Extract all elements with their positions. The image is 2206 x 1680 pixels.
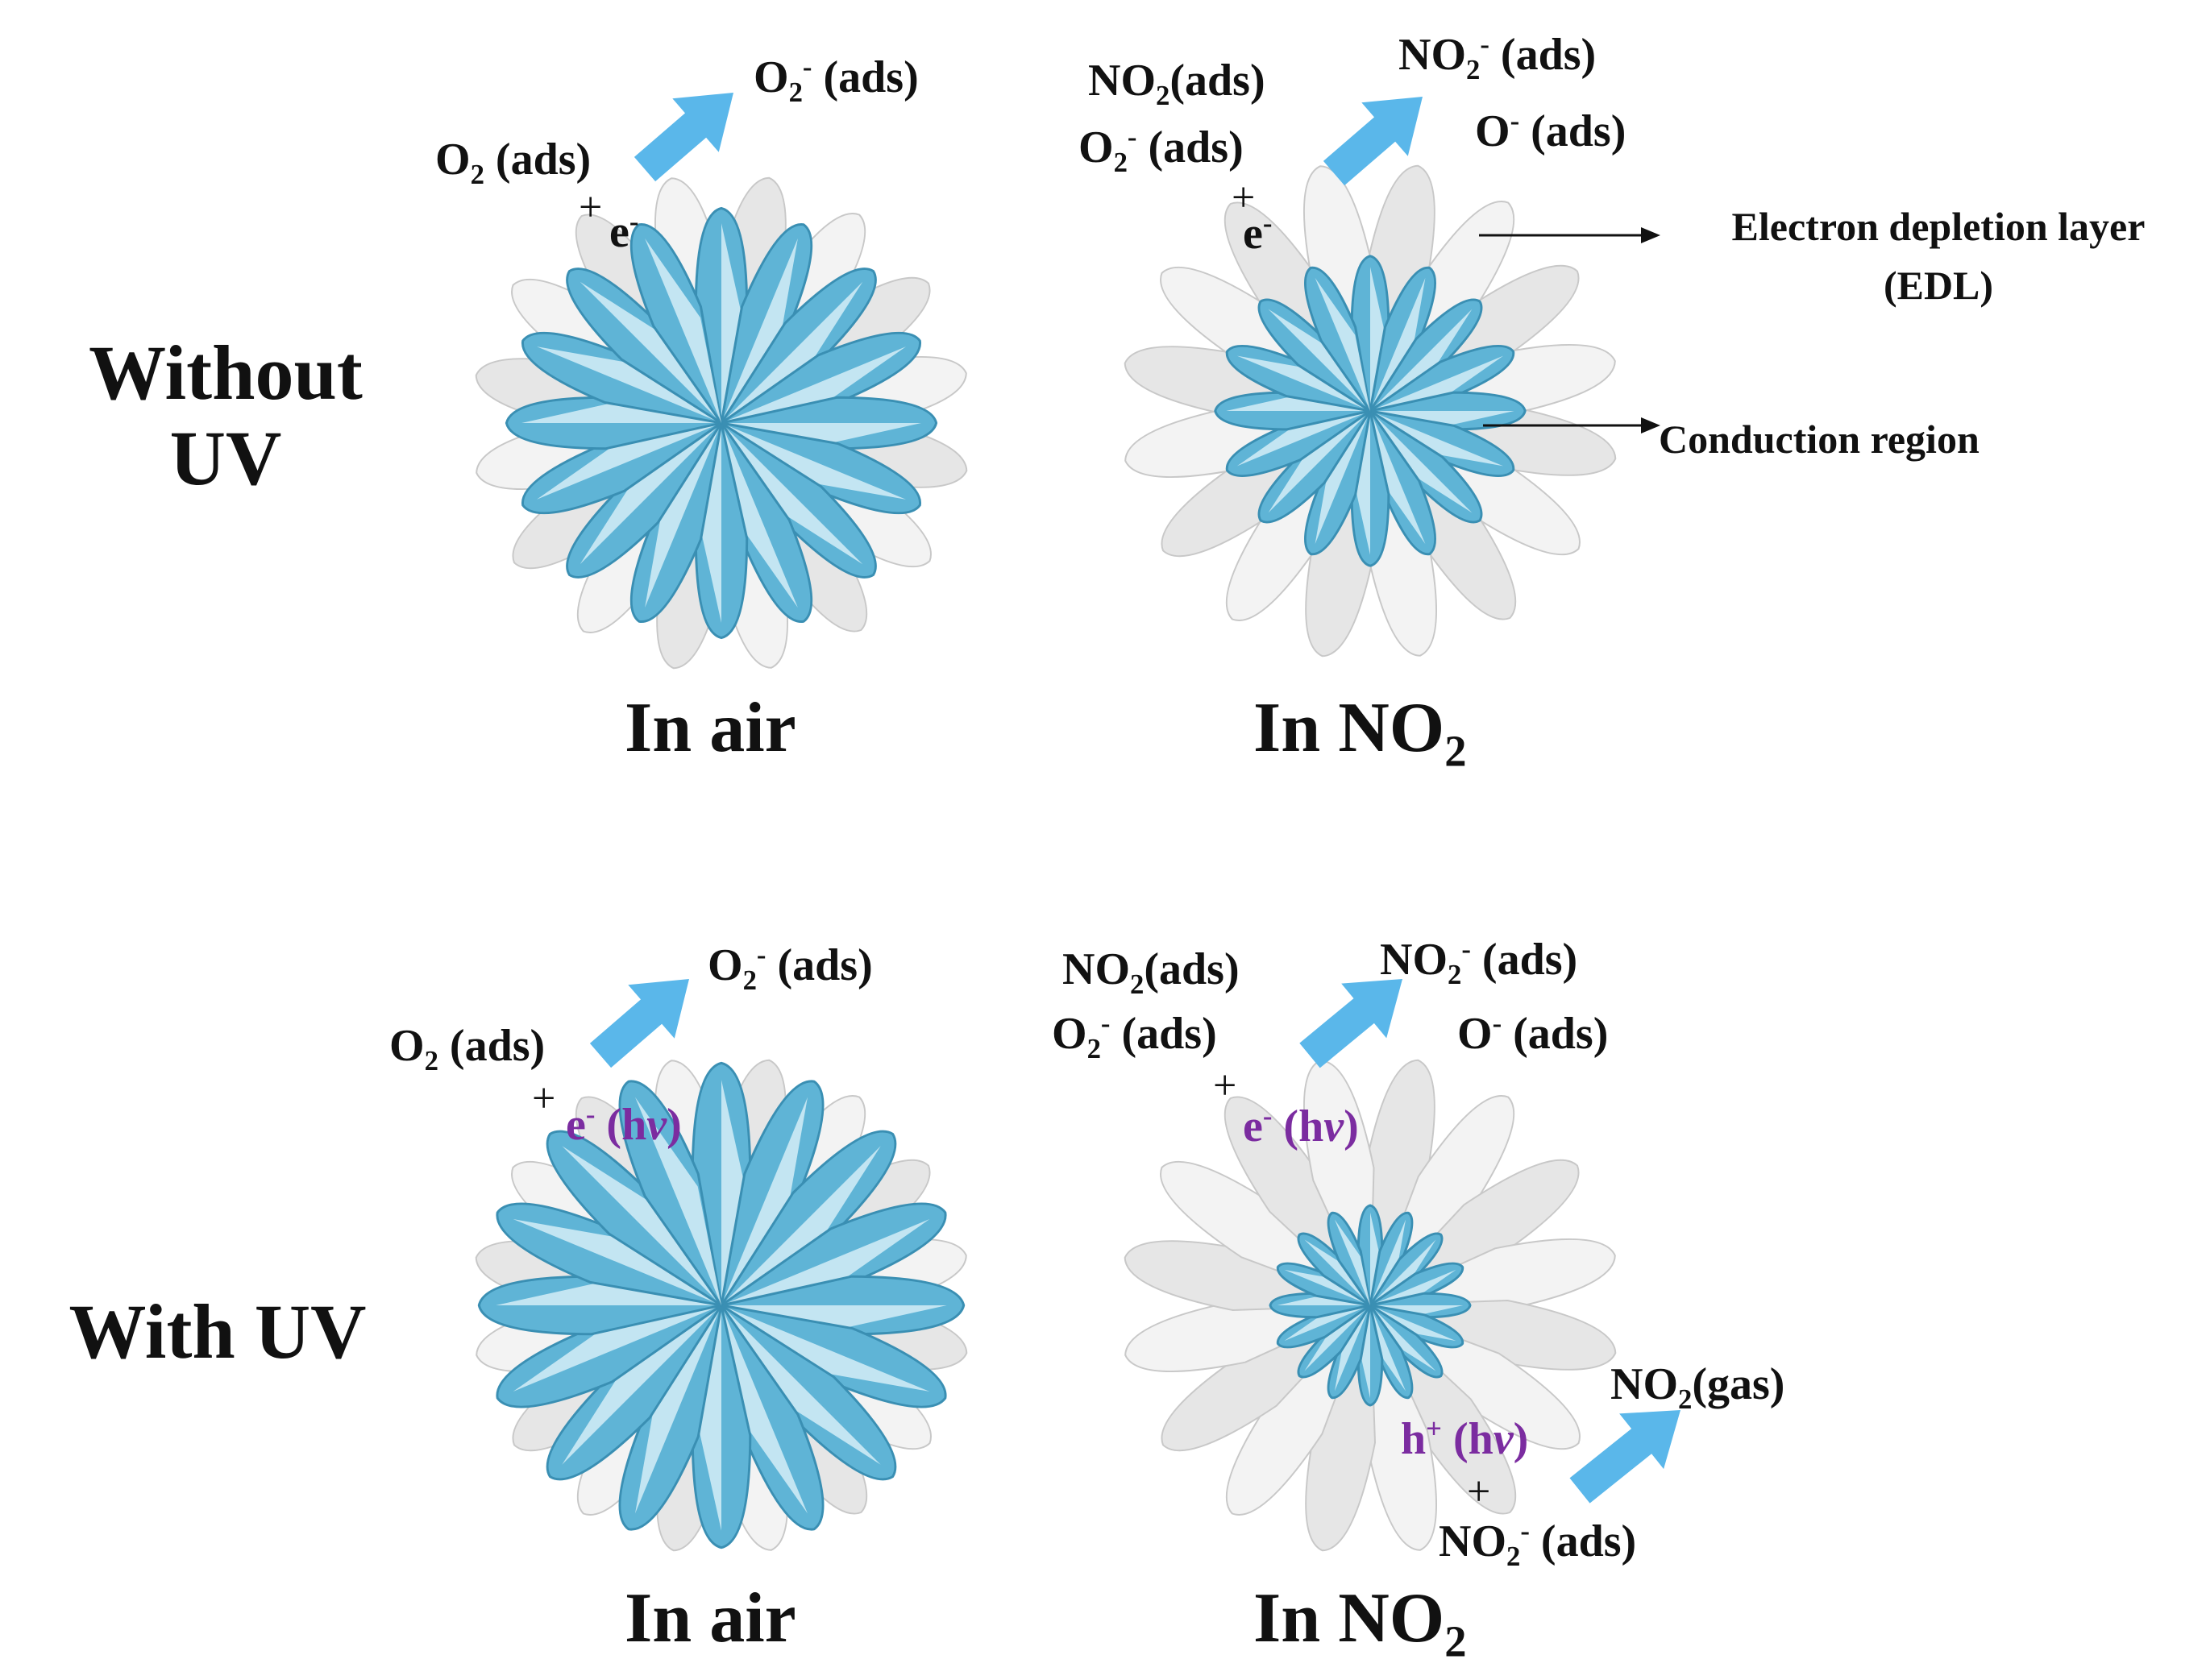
p3-product: O2- (ads) [708, 939, 873, 997]
core-petal [720, 1202, 947, 1307]
core-petal [1303, 266, 1372, 413]
core-petal-highlight [1304, 1305, 1370, 1371]
core-petal [521, 421, 723, 515]
p4-product-b: O- (ads) [1457, 1007, 1609, 1059]
reaction-arrow-p4-top [1299, 979, 1402, 1068]
core-petal-highlight [721, 1305, 947, 1329]
core-petal [618, 1080, 723, 1307]
p2-caption: In NO2 [1253, 689, 1467, 776]
p1-product: O2- (ads) [754, 51, 919, 109]
row-title-with-uv: With UV [48, 1289, 387, 1375]
blue-arrow-shape [634, 93, 733, 182]
p4-plus: + [1213, 1063, 1237, 1109]
p4-hole: h+ (hν) [1401, 1412, 1529, 1464]
pointer-conduction [1483, 417, 1660, 433]
p3-caption: In air [625, 1579, 796, 1657]
core-petal-highlight [1370, 411, 1473, 513]
core-petal-highlight [1304, 1239, 1370, 1305]
p1-plus: + [579, 185, 603, 230]
p1-caption: In air [625, 689, 796, 767]
p2-electron: e- [1243, 207, 1273, 259]
core-petal-highlight [721, 423, 921, 444]
core-petal [1369, 409, 1437, 556]
p4-reactant-a: NO2(ads) [1062, 944, 1240, 1001]
core-petal-highlight [1370, 1239, 1436, 1305]
row-title-without-uv-line1: Without [89, 330, 363, 416]
pointer-edl [1479, 227, 1660, 243]
core-petal-highlight [1277, 1295, 1370, 1305]
reaction-arrow-p1 [634, 93, 733, 182]
core-petal [1369, 344, 1515, 413]
flower-in-air-no-uv [475, 176, 968, 670]
p2-product-a: NO2- (ads) [1398, 28, 1597, 86]
flower-in-no2-no-uv [1124, 164, 1617, 657]
blue-arrow-shape [1323, 97, 1423, 186]
core-petal-highlight [1370, 355, 1504, 411]
p3-electron: e- (hν) [566, 1098, 682, 1150]
row-title-without-uv-line2: UV [169, 414, 282, 501]
core-petal-highlight [496, 1281, 721, 1305]
core-petal [1369, 298, 1483, 413]
p4-product-a: NO2- (ads) [1380, 933, 1578, 991]
core-petal [720, 1304, 825, 1531]
core-petal-highlight [580, 423, 721, 565]
core-petal-highlight [721, 223, 742, 423]
p4-reactant-b: O2- (ads) [1052, 1007, 1217, 1065]
core-petal [1369, 1304, 1414, 1400]
core-petal [1369, 1262, 1464, 1307]
p3-plus: + [532, 1076, 556, 1122]
core-petal-highlight [1360, 1305, 1370, 1399]
core-petal-highlight [721, 1080, 746, 1305]
reaction-arrow-p4-bottom [1569, 1410, 1680, 1504]
core-petal [1225, 409, 1372, 478]
reaction-arrow-p2 [1323, 97, 1423, 186]
p4-reactant-c: NO2- (ads) [1439, 1515, 1637, 1573]
p1-electron: e- [609, 205, 639, 257]
p2-reactant-b: O2- (ads) [1078, 121, 1244, 179]
edl-label-line2: (EDL) [1883, 262, 1994, 308]
p4-plus-2: + [1467, 1469, 1491, 1515]
core-petal [629, 223, 723, 425]
core-petal [496, 1304, 723, 1408]
core-petal [1327, 1211, 1372, 1307]
core-petal-highlight [1355, 411, 1370, 555]
core-petal-highlight [521, 402, 721, 423]
pointer-head [1641, 227, 1660, 243]
core-petal-highlight [721, 1305, 881, 1465]
pointer-head [1641, 417, 1660, 433]
flower-in-no2-uv [1124, 1059, 1617, 1552]
core-petal-highlight [697, 1305, 721, 1531]
row-title-without-uv: Without UV [73, 330, 379, 500]
core-petal [720, 421, 813, 623]
row-title-with-uv-line1: With UV [69, 1288, 367, 1375]
p4-electron: e- (hν) [1243, 1100, 1359, 1151]
p2-plus: + [1232, 175, 1256, 221]
p2-reactant-a: NO2(ads) [1088, 56, 1265, 112]
core-petal-highlight [1226, 396, 1370, 411]
core-petal-highlight [1370, 411, 1514, 426]
p1-reactant: O2 (ads) [435, 135, 592, 191]
edl-label: Electron depletion layer (EDL) [1689, 197, 2188, 314]
core-petal-highlight [1370, 1305, 1464, 1316]
reaction-arrow-p3 [589, 979, 689, 1068]
p4-caption: In NO2 [1253, 1579, 1467, 1666]
flower-in-air-uv [475, 1059, 968, 1552]
core-petal-highlight [1370, 1305, 1436, 1371]
p2-product-b: O- (ads) [1475, 105, 1626, 156]
p4-product-c: NO2(gas) [1610, 1359, 1785, 1416]
core-petal-highlight [1370, 1212, 1381, 1305]
core-petal [1276, 1304, 1372, 1349]
core-petal-highlight [721, 281, 863, 423]
blue-arrow-shape [589, 979, 689, 1068]
core-petal-highlight [1370, 267, 1386, 411]
edl-label-line1: Electron depletion layer [1731, 204, 2146, 249]
core-petal-highlight [700, 423, 721, 623]
core-petal [720, 331, 921, 425]
p3-reactant: O2 (ads) [389, 1021, 546, 1077]
conduction-label: Conduction region [1659, 417, 1980, 462]
blue-arrow-shape [1299, 979, 1402, 1068]
blue-arrow-shape [1569, 1410, 1680, 1504]
